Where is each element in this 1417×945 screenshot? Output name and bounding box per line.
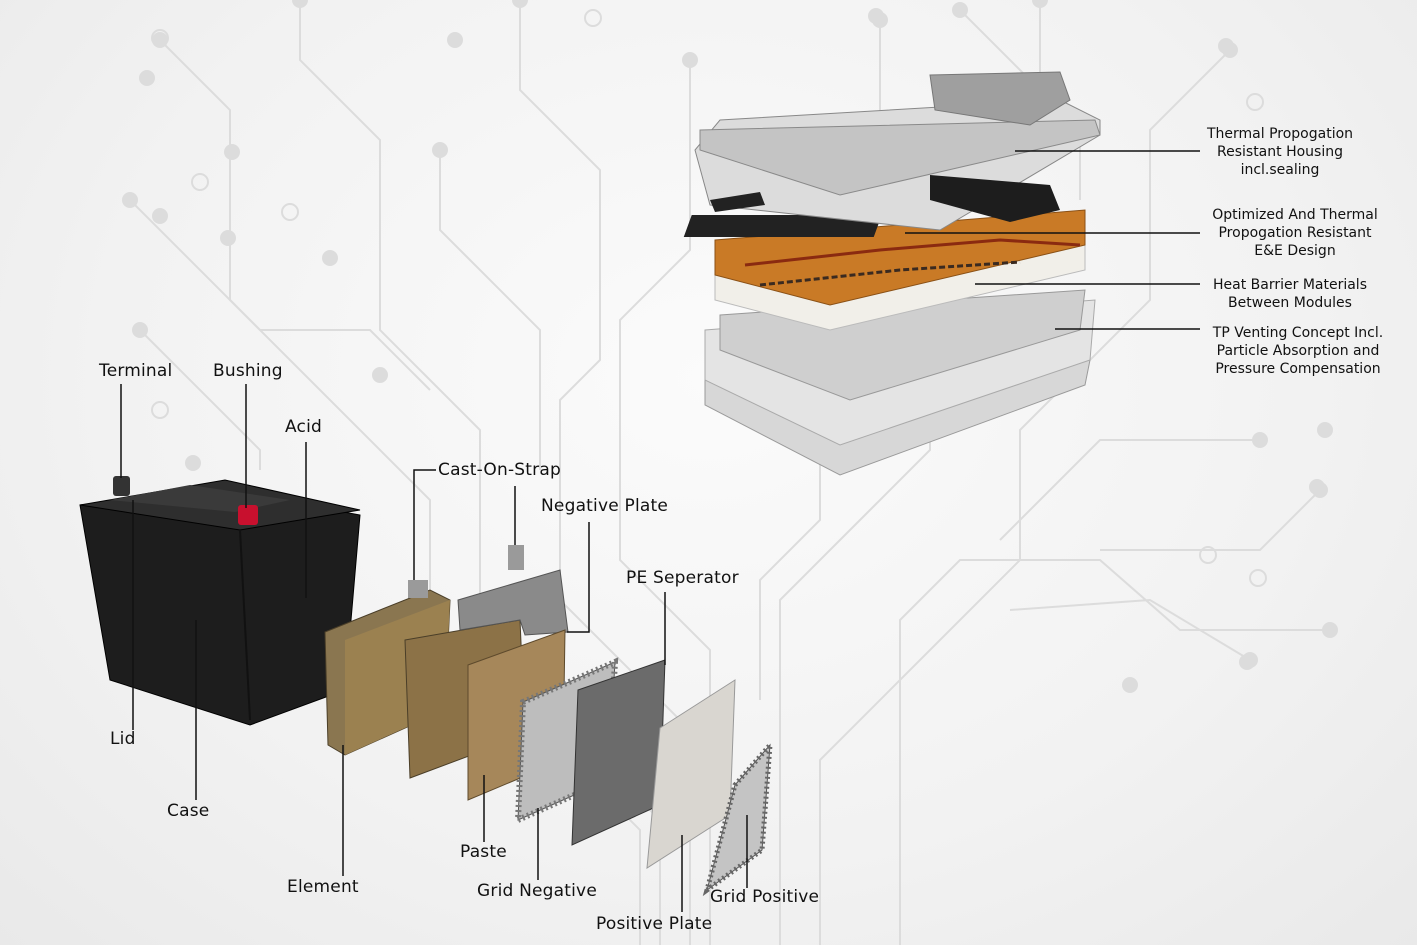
label-heat-barrier: Heat Barrier Materials Between Modules: [1180, 276, 1400, 312]
circuit-node: [432, 142, 448, 158]
circuit-node: [584, 9, 602, 27]
label-case: Case: [167, 801, 210, 821]
leader-lines: [120, 150, 1200, 912]
negative-plate-sheet: [571, 659, 666, 846]
circuit-node: [122, 192, 138, 208]
pack-bottom-tray: [704, 289, 1096, 476]
label-grid-positive: Grid Positive: [710, 887, 820, 907]
circuit-node: [281, 203, 299, 221]
circuit-trace: [139, 329, 261, 470]
circuit-node: [1122, 677, 1138, 693]
circuit-trace: [1009, 598, 1251, 661]
circuit-node: [1239, 654, 1255, 670]
label-ee-design: Optimized And Thermal Propogation Resist…: [1185, 206, 1405, 260]
circuit-node: [139, 70, 155, 86]
lead-acid-battery: [79, 476, 361, 726]
circuit-trace: [999, 439, 1260, 541]
circuit-node: [1309, 479, 1325, 495]
ev-battery-pack: [683, 71, 1101, 476]
circuit-node: [1199, 546, 1217, 564]
circuit-node: [132, 322, 148, 338]
circuit-node: [220, 230, 236, 246]
label-line: Between Modules: [1228, 295, 1352, 311]
label-terminal: Terminal: [99, 361, 173, 381]
label-lid: Lid: [110, 729, 136, 749]
label-line: Thermal Propogation: [1206, 126, 1354, 142]
circuit-node: [185, 455, 201, 471]
circuit-trace: [159, 39, 641, 945]
label-venting: TP Venting Concept Incl. Particle Absorp…: [1188, 324, 1408, 378]
label-line: Optimized And Thermal: [1212, 207, 1378, 223]
circuit-node: [1218, 38, 1234, 54]
label-line: Propogation Resistant: [1218, 225, 1372, 241]
label-positive-plate: Positive Plate: [596, 914, 713, 934]
circuit-node: [682, 52, 698, 68]
circuit-trace: [1100, 489, 1321, 551]
label-line: Particle Absorption and: [1216, 343, 1380, 359]
circuit-node: [1252, 432, 1268, 448]
circuit-node: [292, 0, 308, 8]
label-line: E&E Design: [1254, 243, 1336, 259]
label-pe-separator: PE Seperator: [626, 568, 739, 588]
circuit-trace: [899, 559, 1330, 945]
pack-lid: [694, 71, 1101, 231]
label-element: Element: [287, 877, 359, 897]
circuit-trace: [439, 150, 541, 470]
circuit-node: [1317, 422, 1333, 438]
label-paste: Paste: [460, 842, 507, 862]
terminal-post: [113, 476, 130, 496]
label-line: Pressure Compensation: [1215, 361, 1381, 377]
circuit-node: [322, 250, 338, 266]
circuit-node: [191, 173, 209, 191]
circuit-node: [1246, 93, 1264, 111]
circuit-node: [151, 29, 169, 47]
label-housing: Thermal Propogation Resistant Housing in…: [1170, 125, 1390, 179]
circuit-node: [224, 144, 240, 160]
circuit-node: [512, 0, 528, 8]
grid-positive-plate: [702, 737, 774, 897]
label-grid-negative: Grid Negative: [477, 881, 597, 901]
circuit-node: [372, 367, 388, 383]
circuit-trace: [519, 0, 691, 945]
circuit-trace: [129, 199, 431, 391]
label-negative-plate: Negative Plate: [541, 496, 669, 516]
circuit-node: [152, 208, 168, 224]
label-line: Resistant Housing: [1217, 144, 1343, 160]
circuit-node: [151, 401, 169, 419]
bushing-red: [238, 505, 258, 525]
circuit-node: [1032, 0, 1048, 8]
label-cast-on-strap: Cast-On-Strap: [438, 460, 561, 480]
label-line: TP Venting Concept Incl.: [1212, 325, 1384, 341]
label-acid: Acid: [285, 417, 322, 437]
circuit-trace: [819, 49, 1231, 945]
label-bushing: Bushing: [213, 361, 283, 381]
label-line: incl.sealing: [1240, 162, 1320, 178]
label-line: Heat Barrier Materials: [1213, 277, 1367, 293]
circuit-node: [1249, 569, 1267, 587]
circuit-node: [868, 8, 884, 24]
circuit-node: [952, 2, 968, 18]
circuit-node: [447, 32, 463, 48]
circuit-node: [1322, 622, 1338, 638]
